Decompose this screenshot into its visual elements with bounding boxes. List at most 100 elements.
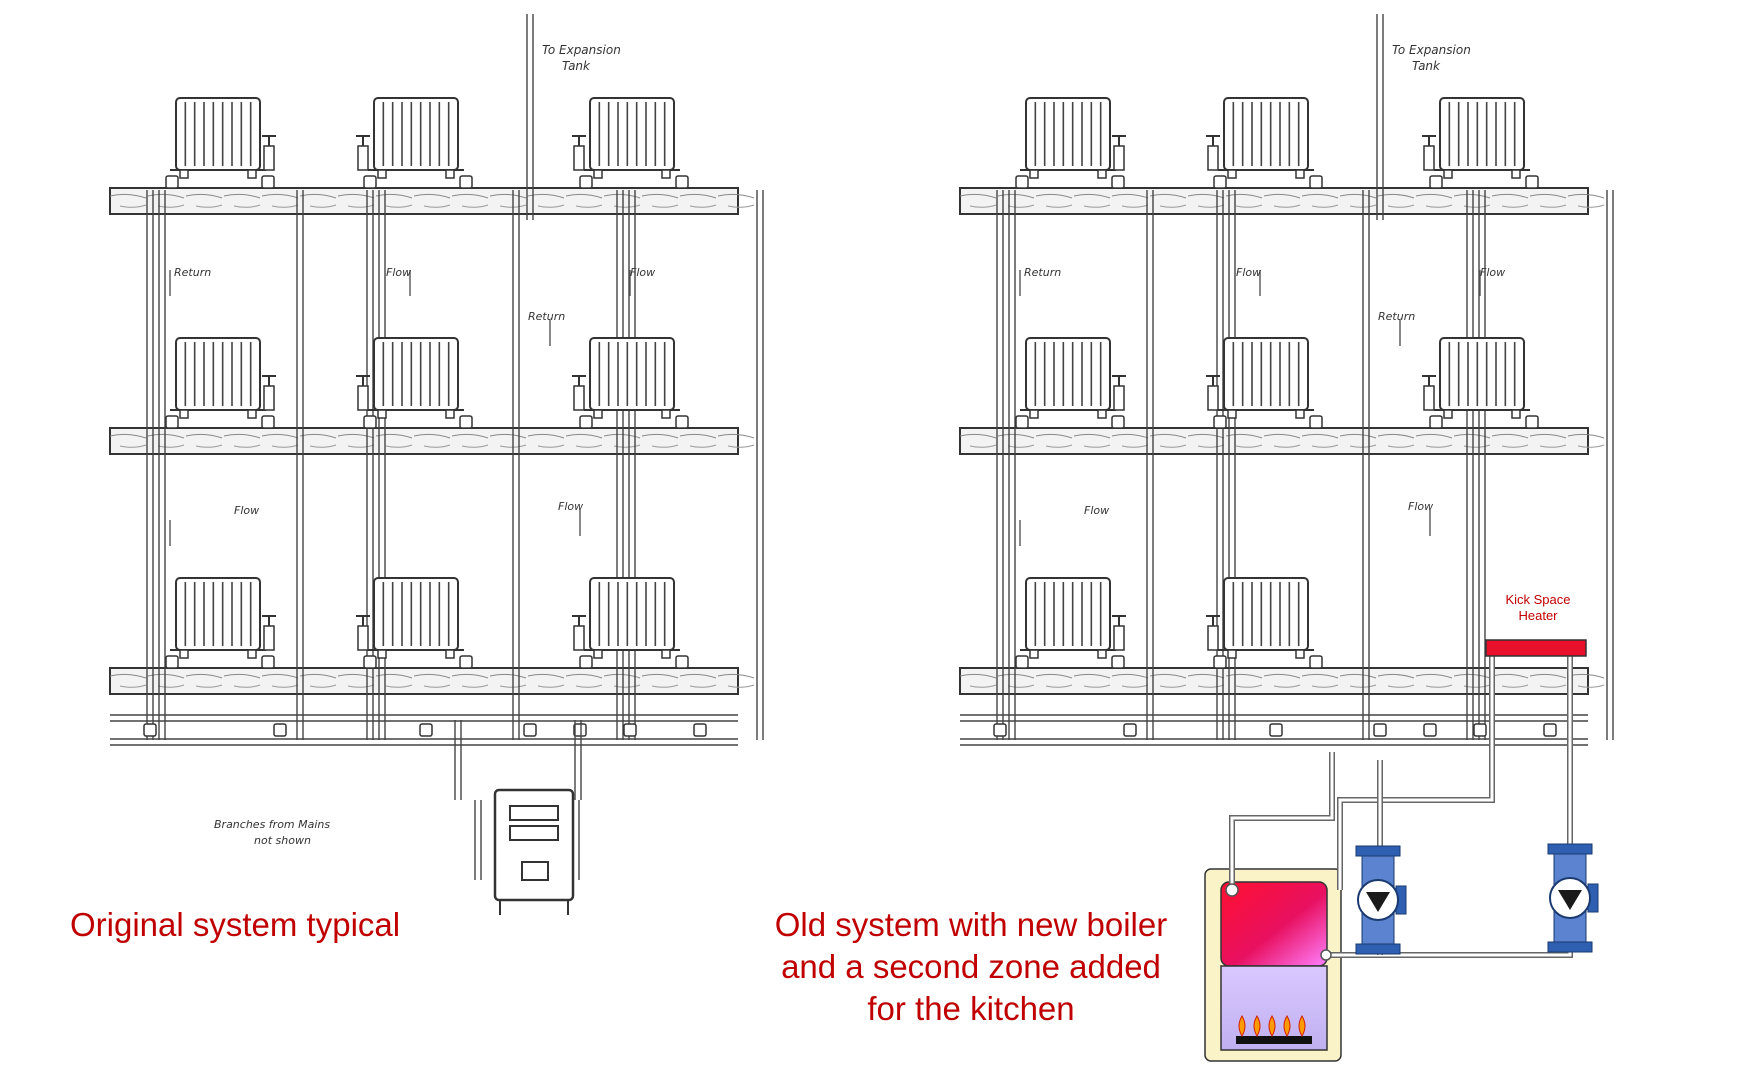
- wood-grain: [641, 433, 679, 439]
- pipe-fitting: [1111, 175, 1125, 189]
- radiator-foot: [179, 169, 189, 179]
- wood-grain: [261, 193, 299, 199]
- wood-grain: [1529, 673, 1567, 679]
- wood-grain: [1501, 444, 1529, 448]
- wood-grain: [1111, 193, 1149, 199]
- wood-grain: [1083, 204, 1111, 208]
- wood-grain: [537, 444, 565, 448]
- radiator-icon: [1020, 97, 1126, 179]
- radiator-body: [1223, 337, 1309, 411]
- main-fitting: [523, 723, 537, 737]
- radiator-foot: [445, 409, 455, 419]
- radiator-foot: [1511, 169, 1521, 179]
- radiator-foot: [445, 649, 455, 659]
- radiator-icon: [1020, 337, 1126, 419]
- pipe-fitting: [1429, 175, 1443, 189]
- valve-icon: [572, 615, 586, 651]
- wood-grain: [997, 193, 1035, 199]
- expansion-tank-label-left: To Expansion: [542, 43, 621, 57]
- wood-grain: [233, 684, 261, 688]
- riser-pipe: [616, 190, 624, 740]
- main-fitting: [1373, 723, 1387, 737]
- valve-body: [1207, 145, 1219, 171]
- pipe-fitting: [261, 175, 275, 189]
- wood-grain: [1491, 673, 1529, 679]
- pipe-fitting: [1213, 415, 1227, 429]
- right-caption-line-1: Old system with new boiler: [774, 906, 1168, 943]
- radiator-foot: [1227, 169, 1237, 179]
- wood-grain: [689, 684, 717, 688]
- radiator-body: [1439, 337, 1525, 411]
- wood-grain: [1263, 673, 1301, 679]
- pipe-fitting: [261, 415, 275, 429]
- pipe-fitting: [579, 655, 593, 669]
- main-fitting: [143, 723, 157, 737]
- radiator-foot: [1097, 409, 1107, 419]
- wood-grain: [451, 193, 489, 199]
- wood-grain: [109, 193, 147, 199]
- beam-body: [109, 187, 739, 215]
- wood-grain: [1187, 193, 1225, 199]
- wood-grain: [1339, 673, 1377, 679]
- riser-pipe: [146, 190, 154, 740]
- return-label-right: Return: [1378, 310, 1415, 323]
- pipe-fitting: [261, 655, 275, 669]
- expansion-tank-label-left: Tank: [562, 59, 591, 73]
- wood-grain: [461, 204, 489, 208]
- valve-body: [357, 145, 369, 171]
- wood-grain: [157, 204, 185, 208]
- valve-icon: [262, 375, 276, 411]
- pump-flow-arrow: [1366, 892, 1390, 912]
- wood-grain: [185, 673, 223, 679]
- radiator-icon: [356, 577, 464, 659]
- wood-grain: [689, 444, 717, 448]
- pipe-fitting: [1525, 175, 1539, 189]
- wood-grain: [451, 673, 489, 679]
- pipe-fitting: [459, 655, 473, 669]
- wood-grain: [969, 204, 997, 208]
- wood-grain: [1377, 433, 1415, 439]
- radiator-icon: [1422, 337, 1530, 419]
- main-fitting: [273, 723, 287, 737]
- modified-system-sketch: [959, 14, 1614, 746]
- wood-grain: [347, 204, 375, 208]
- wood-grain: [223, 673, 261, 679]
- expansion-pipe: [526, 14, 534, 220]
- wood-grain: [1567, 433, 1605, 439]
- wood-grain: [603, 673, 641, 679]
- beam-body: [109, 427, 739, 455]
- flow-label-right: Flow: [1408, 500, 1433, 513]
- flow-label-left: Flow: [386, 266, 411, 279]
- wood-grain: [1377, 673, 1415, 679]
- wood-grain: [603, 193, 641, 199]
- wood-grain: [1301, 193, 1339, 199]
- wood-grain: [337, 433, 375, 439]
- wood-grain: [527, 673, 565, 679]
- wood-grain: [1491, 193, 1529, 199]
- pipe-fitting: [165, 415, 179, 429]
- wood-grain: [717, 193, 755, 199]
- wood-grain: [1415, 673, 1453, 679]
- wood-grain: [1159, 204, 1187, 208]
- zone-two-return-pipe-core: [1326, 656, 1572, 957]
- wood-grain: [651, 204, 679, 208]
- wood-grain: [1425, 204, 1453, 208]
- radiator-body: [175, 97, 261, 171]
- valve-icon: [1422, 375, 1436, 411]
- wood-grain: [1539, 684, 1567, 688]
- wood-grain: [651, 684, 679, 688]
- wood-grain: [271, 444, 299, 448]
- pipe-fitting: [363, 415, 377, 429]
- main-fitting: [1473, 723, 1487, 737]
- wood-grain: [1007, 684, 1035, 688]
- main-fitting: [1543, 723, 1557, 737]
- radiator-foot: [1029, 409, 1039, 419]
- boiler-riser: [574, 720, 582, 800]
- boiler-riser: [474, 800, 482, 880]
- boiler-door: [521, 861, 549, 881]
- wood-grain: [423, 684, 451, 688]
- wood-grain: [223, 433, 261, 439]
- wood-grain: [309, 444, 337, 448]
